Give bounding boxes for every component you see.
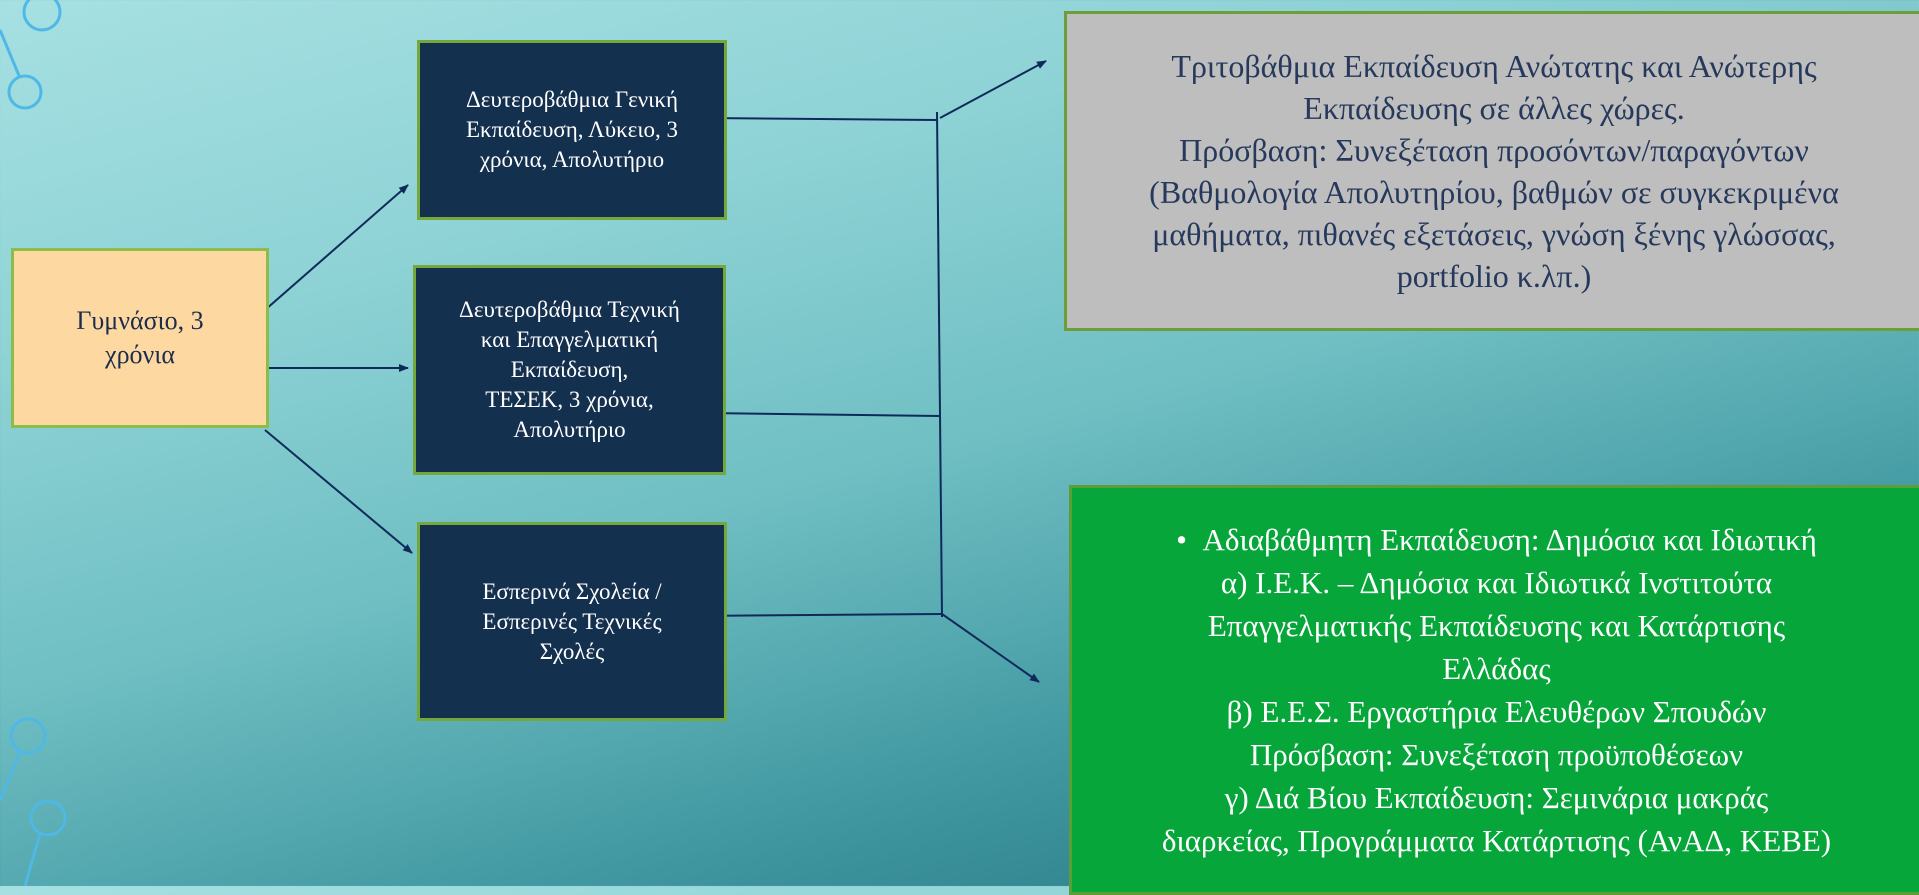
arrow-to-general-secondary [264, 184, 409, 311]
arrow-to-evening-schools [264, 429, 413, 554]
deco-circle [7, 74, 43, 110]
node-technical-secondary: Δευτεροβάθμια Τεχνική και Επαγγελματική … [413, 265, 726, 475]
deco-circle [22, 0, 62, 32]
deco-line [0, 29, 22, 79]
arrow-to-non-formal [941, 613, 1040, 683]
decorative-circles [0, 0, 67, 886]
line-from-general-secondary [704, 117, 938, 121]
line-from-evening-schools [689, 613, 943, 617]
deco-circle [9, 717, 47, 755]
node-non-formal-education: Αδιαβάθμητη Εκπαίδευση: Δημόσια και Ιδιω… [1069, 485, 1919, 895]
node-general-secondary: Δευτεροβάθμια Γενική Εκπαίδευση, Λύκειο,… [417, 40, 727, 220]
node-tertiary-education: Τριτοβάθμια Εκπαίδευση Ανώτατης και Ανώτ… [1064, 11, 1919, 331]
arrow-to-tertiary [939, 60, 1047, 119]
non-formal-bullet: Αδιαβάθμητη Εκπαίδευση: Δημόσια και Ιδιω… [1176, 518, 1817, 561]
line-from-technical-secondary [704, 412, 941, 417]
non-formal-body: α) Ι.Ε.Κ. – Δημόσια και Ιδιωτικά Ινστιτο… [1161, 565, 1832, 858]
deco-line [0, 751, 22, 801]
node-gymnasium: Γυμνάσιο, 3 χρόνια [11, 248, 269, 428]
deco-line [23, 833, 42, 886]
node-evening-schools: Εσπερινά Σχολεία / Εσπερινές Τεχνικές Σχ… [417, 522, 727, 721]
vertical-collector-line [936, 111, 943, 618]
deco-circle [29, 799, 67, 837]
